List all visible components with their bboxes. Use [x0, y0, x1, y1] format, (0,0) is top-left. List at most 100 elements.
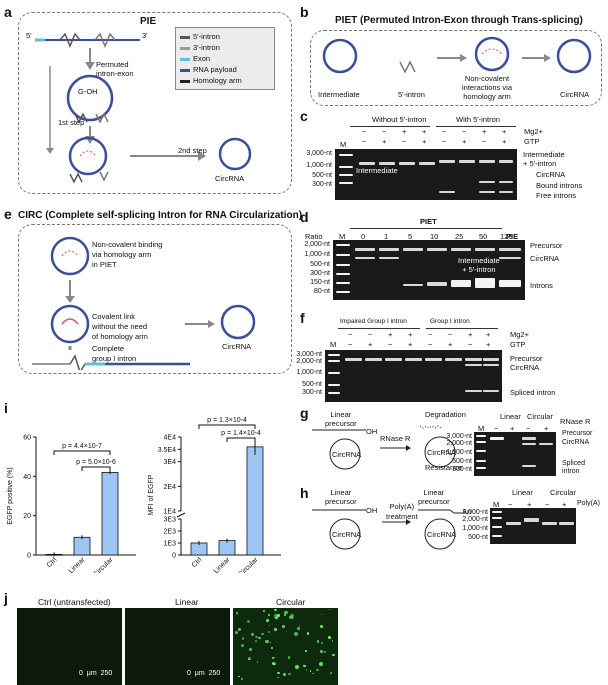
- panel-f-sign: +: [408, 330, 413, 339]
- fluorescent-cell: [319, 661, 323, 666]
- gel-band: [492, 517, 502, 519]
- panel-d-inner: Intermediate + 5'-intron: [458, 256, 500, 274]
- gel-band: [451, 248, 471, 251]
- panel-f-group2-line: [426, 328, 498, 329]
- panel-d-ratio-value: 10: [430, 232, 439, 241]
- fluorescent-cell: [275, 616, 278, 620]
- fluorescent-cell: [272, 657, 274, 660]
- fluorescent-cell: [268, 631, 271, 633]
- panel-c-right-3: Bound introns: [536, 181, 583, 190]
- panel-h-schematic: [312, 509, 462, 550]
- y-axis-label: MFI of EGFP: [148, 474, 155, 515]
- panel-a-circ: CircRNA: [215, 174, 245, 183]
- fluorescent-cell: [288, 656, 291, 659]
- fluorescent-cell: [283, 613, 286, 616]
- fluorescent-cell: [288, 672, 291, 676]
- y-tick-label: 20: [23, 513, 31, 520]
- gel-band: [483, 364, 499, 366]
- gel-band: [339, 182, 353, 184]
- panel-d-ratio: Ratio: [305, 232, 323, 241]
- fluorescent-cell: [256, 661, 259, 664]
- y-tick-label: 3.5E4: [158, 447, 176, 454]
- panel-h-an: An: [462, 507, 472, 516]
- panel-c-m: M: [340, 140, 347, 149]
- y-tick-label: 0: [27, 553, 31, 560]
- panel-f-sign: −: [388, 340, 393, 349]
- panel-c-marker: 1,000-nt: [306, 162, 332, 169]
- panel-a-permuted-text: Permuted intron-exon: [96, 60, 134, 78]
- panel-c-sign: −: [362, 127, 367, 136]
- bar: [101, 472, 119, 556]
- panel-c-mg-label: Mg2+: [524, 127, 543, 136]
- panel-g-marker: 2,000-nt: [446, 440, 472, 447]
- panel-b-box: [310, 30, 602, 106]
- panel-d-marker: 150-nt: [310, 279, 330, 286]
- panel-c-sign: −: [482, 137, 487, 146]
- panel-f-sign: −: [348, 330, 353, 339]
- panel-d-marker: 300-nt: [310, 270, 330, 277]
- gel-band: [336, 264, 350, 266]
- x-tick-label: Ctrl: [46, 556, 59, 569]
- gel-band: [379, 248, 399, 251]
- gel-band: [475, 248, 495, 251]
- gel-band: [499, 181, 513, 183]
- panel-d-pie: PIE: [506, 232, 519, 241]
- p-value: p = 5.0×10-6: [76, 459, 116, 466]
- panel-h-gel-linear: Linear: [512, 488, 533, 497]
- gel-band: [506, 522, 521, 525]
- panel-h-linear: Linear precursor: [325, 488, 357, 506]
- fluorescent-cell: [329, 671, 333, 675]
- panel-d-ratio-value: 125: [500, 232, 513, 241]
- fluorescent-cell: [268, 613, 271, 616]
- panel-g-rnase: RNase R: [380, 434, 411, 443]
- panel-f-right-1: Precursor: [510, 354, 543, 363]
- bar: [73, 536, 91, 556]
- panel-d-marker: 1,000-nt: [304, 251, 330, 258]
- panel-c-group1-line: [350, 126, 430, 127]
- fluorescent-cell: [236, 613, 239, 616]
- panel-g-res: Resistance: [425, 463, 463, 472]
- gel-band: [483, 390, 499, 392]
- x-tick-label: Linear: [213, 556, 232, 573]
- gel-band: [355, 257, 375, 259]
- panel-g-circ2: CircRNA: [427, 448, 457, 457]
- fluorescent-cell: [309, 669, 312, 672]
- gel-band: [439, 191, 455, 193]
- sig-bracket: [198, 424, 256, 429]
- panel-c-group2: With 5'-intron: [456, 115, 500, 124]
- panel-b-noncov: Non-covalent interactions via homology a…: [462, 74, 513, 101]
- x-tick-label: Linear: [68, 556, 87, 573]
- legend-item-5intron: 5'-intron: [180, 31, 270, 42]
- panel-c-marker: 500-nt: [312, 172, 332, 179]
- panel-f-label: f: [300, 310, 305, 326]
- fluorescent-cell: [294, 664, 299, 669]
- panel-f-sign: −: [468, 340, 473, 349]
- panel-b-intermediate: Intermediate: [318, 90, 360, 99]
- panel-a-5prime: 5': [26, 31, 32, 40]
- panel-g-sign: +: [544, 424, 549, 433]
- panel-d-marker: 2,000-nt: [304, 241, 330, 248]
- panel-e-cov: Covalent link without the need of homolo…: [92, 312, 148, 341]
- scale-bar: 0 μm 250: [79, 670, 113, 677]
- gel-band: [465, 364, 482, 366]
- gel-band: [339, 154, 353, 156]
- panel-c-sign: −: [382, 127, 387, 136]
- gel-band: [336, 282, 350, 284]
- fluorescent-cell: [289, 614, 294, 618]
- panel-e-circ: CircRNA: [222, 342, 252, 351]
- fluorescent-cell: [319, 624, 323, 628]
- panel-h-label: h: [300, 485, 309, 501]
- panel-f-group2: Group I intron: [430, 318, 470, 325]
- panel-c-right-2: CircRNA: [536, 170, 566, 179]
- fluorescent-cell: [321, 613, 323, 616]
- gel-band: [399, 162, 415, 165]
- gel-band: [522, 465, 536, 467]
- gel-band: [336, 244, 350, 246]
- gel-band: [336, 254, 350, 256]
- fluorescent-cell: [274, 614, 278, 618]
- fluorescent-cell: [274, 628, 277, 632]
- y-tick-label: 3E4: [164, 459, 177, 466]
- panel-c-group2-line: [436, 126, 516, 127]
- x-tick-label: Ctrl: [191, 556, 204, 569]
- panel-f-right-3: Spliced intron: [510, 388, 556, 397]
